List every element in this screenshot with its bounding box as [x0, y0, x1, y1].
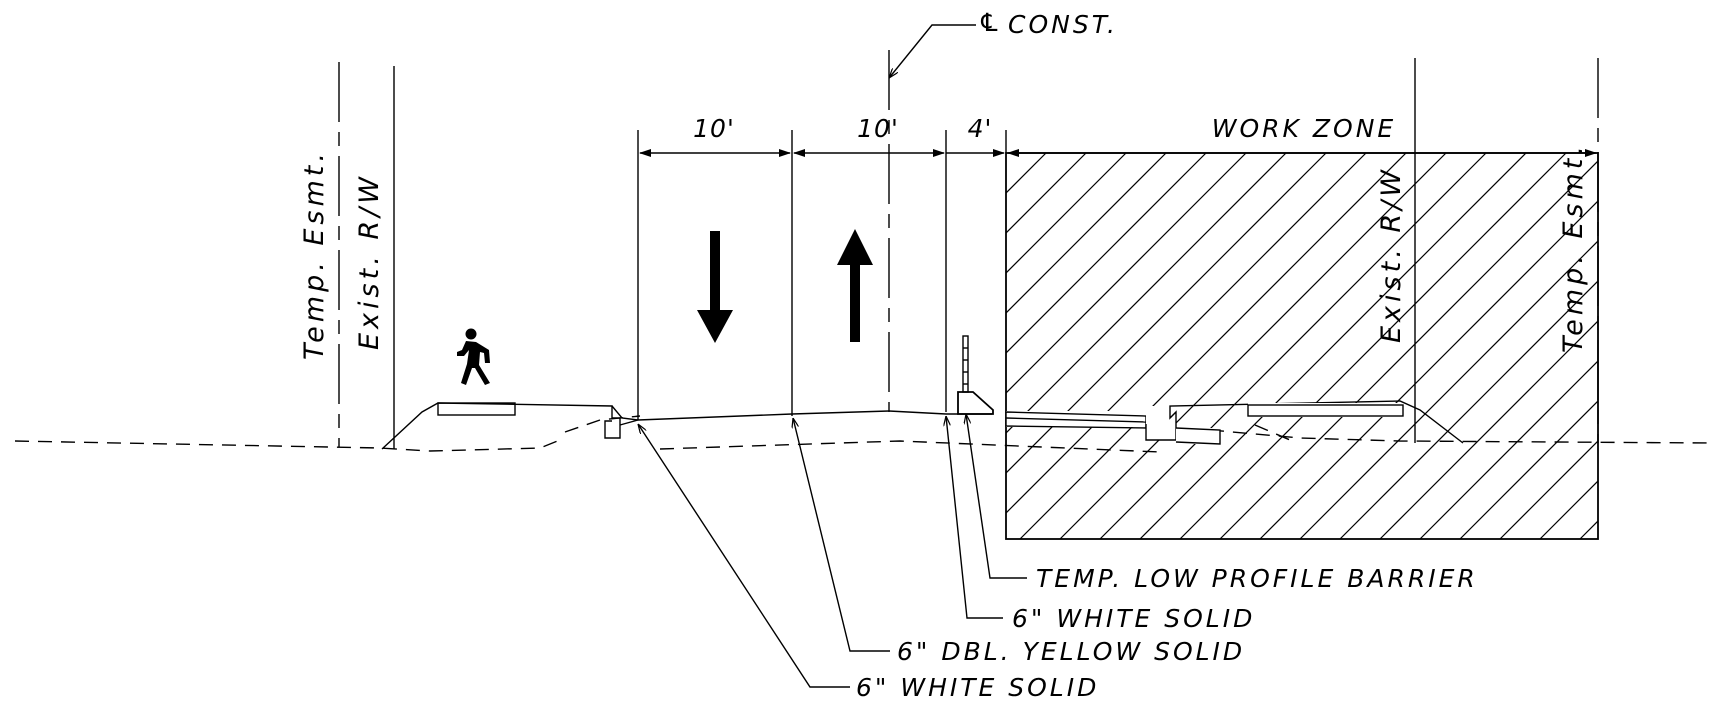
work-zone-hatch — [1006, 153, 1711, 539]
callout-barrier: TEMP. LOW PROFILE BARRIER — [1036, 564, 1478, 593]
work-zone-box — [1005, 152, 1599, 540]
temp-low-profile-barrier — [957, 391, 994, 415]
callout-dbl-yellow-solid: 6" DBL. YELLOW SOLID — [897, 637, 1245, 666]
centerline-label: CONST. — [1008, 10, 1118, 39]
hatch-line — [1059, 153, 1447, 539]
roadway-surface — [637, 410, 992, 421]
roadway-slope — [619, 419, 639, 426]
label-exist-rw-right: Exist. R/W — [1376, 166, 1407, 343]
hatch-line — [1006, 153, 1087, 234]
barrier-reflector-post — [962, 335, 969, 393]
existing-ground-line — [14, 415, 1711, 453]
up-arrow-icon — [837, 229, 873, 342]
centerline-symbol: ℄ — [978, 8, 1001, 37]
sidewalk-slab-left — [437, 402, 516, 416]
leader-barrier — [966, 414, 1027, 579]
dim-shoulder: 4' — [968, 114, 993, 143]
hatch-line — [1620, 153, 1711, 539]
callout-white-solid-left: 6" WHITE SOLID — [856, 673, 1099, 702]
hatch-line — [1459, 400, 1598, 539]
hatch-line — [1006, 153, 1327, 474]
hatch-line — [1379, 320, 1598, 539]
existing-ground-under-roadway — [1254, 424, 1291, 441]
work-zone-roadway — [1005, 400, 1464, 445]
hatch-line — [1006, 153, 1047, 194]
down-arrow-icon — [697, 231, 733, 343]
leader-dbl-yellow — [793, 418, 890, 652]
hatch-line — [1219, 160, 1598, 539]
hatch-line — [1339, 280, 1598, 539]
hatch-line — [1139, 153, 1527, 539]
curb-left — [611, 405, 639, 421]
pedestrian-icon — [457, 328, 490, 385]
hatch-line — [1579, 520, 1598, 539]
hatch-line — [1006, 153, 1287, 434]
hatch-line — [1179, 153, 1567, 539]
label-exist-rw-left: Exist. R/W — [354, 173, 385, 350]
centerline-leader — [889, 24, 976, 78]
label-temp-esmt-right: Temp. Esmt. — [1558, 142, 1589, 353]
leader-white-right — [946, 416, 1003, 619]
dim-lane-right: 10' — [857, 114, 899, 143]
hatch-line — [1419, 360, 1598, 539]
dim-lane-left: 10' — [693, 114, 735, 143]
hatch-line — [1499, 440, 1598, 539]
hatch-line — [1259, 200, 1598, 539]
hatch-line — [1019, 153, 1407, 539]
hatch-line — [1006, 153, 1207, 354]
dim-work-zone: WORK ZONE — [1212, 114, 1396, 143]
hatch-line — [1099, 153, 1487, 539]
hatch-line — [1006, 153, 1367, 514]
hatch-line — [1006, 153, 1167, 314]
hatch-line — [1006, 153, 1127, 274]
callout-white-solid-right: 6" WHITE SOLID — [1012, 604, 1255, 633]
hatch-line — [1006, 153, 1247, 394]
label-temp-esmt-left: Temp. Esmt. — [299, 149, 330, 360]
sidewalk-left — [381, 402, 621, 450]
hatch-line — [1299, 240, 1598, 539]
leader-white-left — [638, 424, 850, 688]
